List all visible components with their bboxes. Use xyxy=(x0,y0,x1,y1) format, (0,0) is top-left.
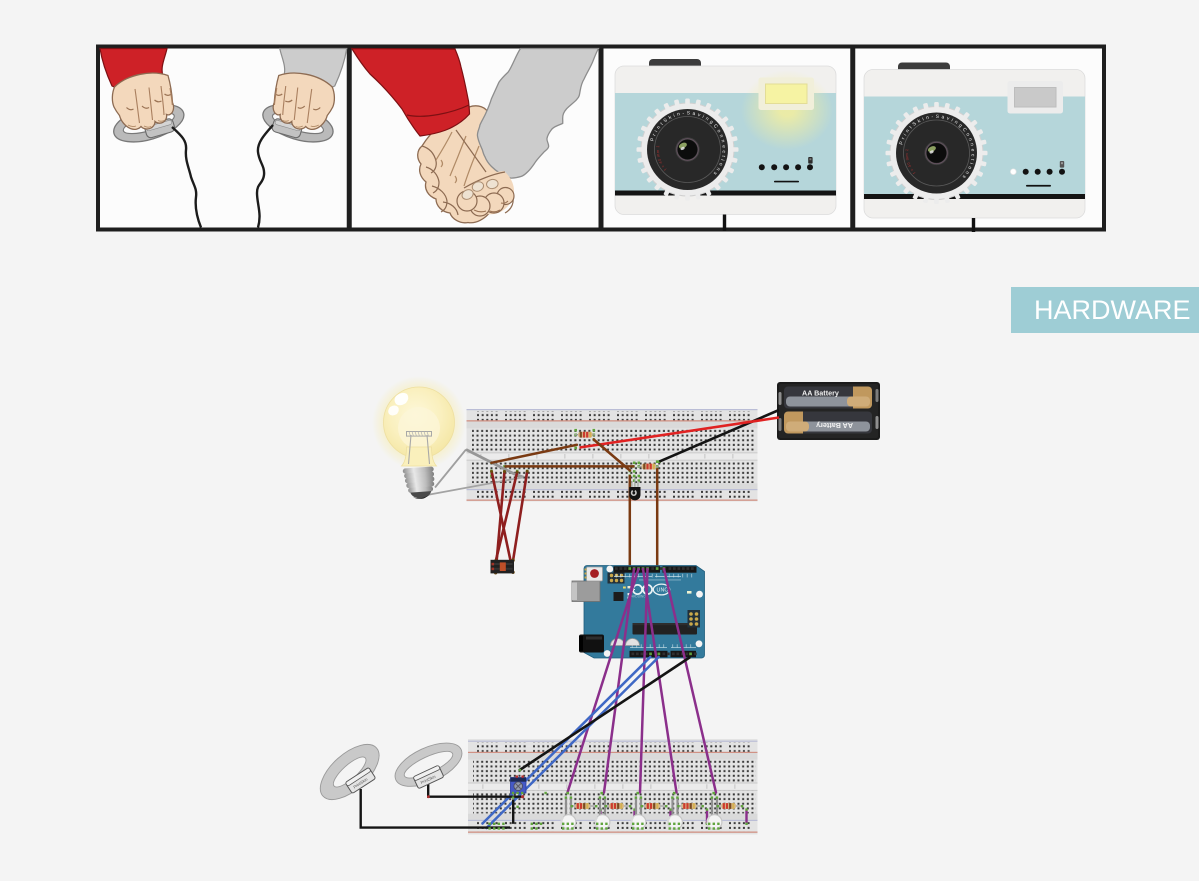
svg-text:HARDWARE: HARDWARE xyxy=(1034,295,1191,325)
svg-text:AA Battery: AA Battery xyxy=(816,421,853,430)
svg-text:PrintSkin: PrintSkin xyxy=(420,774,437,785)
svg-text:UNO: UNO xyxy=(657,588,669,594)
svg-text:ARDUINO: ARDUINO xyxy=(631,595,646,599)
svg-text:AA Battery: AA Battery xyxy=(802,389,839,398)
